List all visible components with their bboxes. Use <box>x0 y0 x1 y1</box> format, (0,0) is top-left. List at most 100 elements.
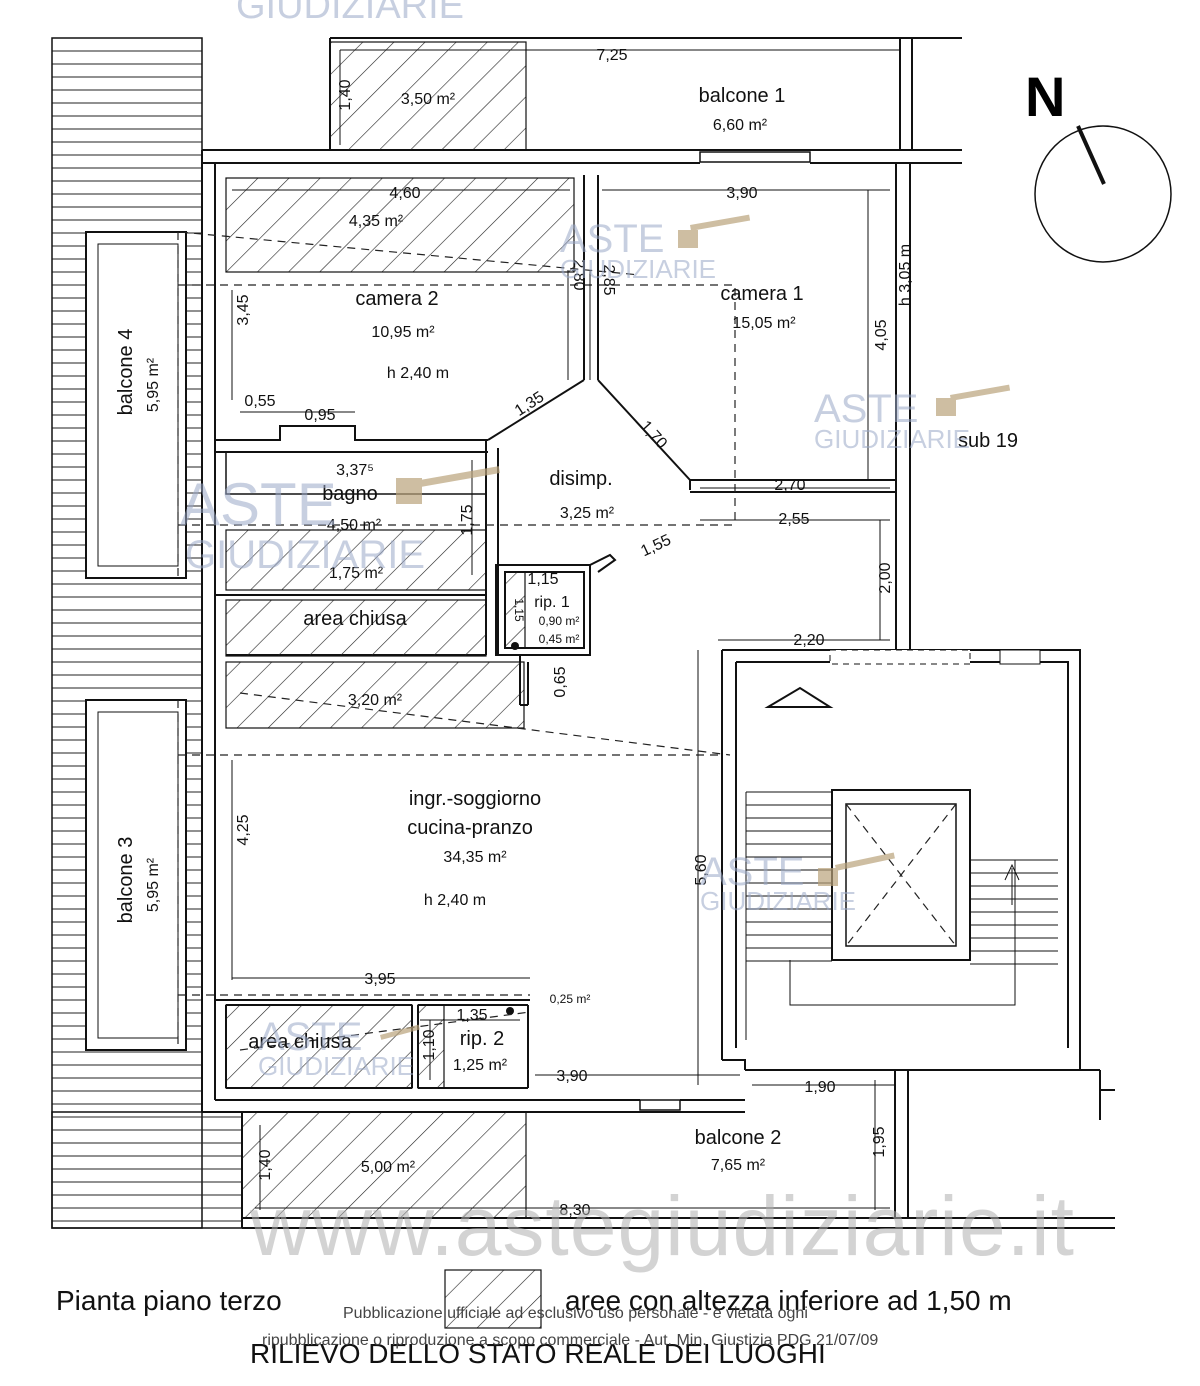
balcone-1-area: 6,60 m² <box>713 117 768 134</box>
area-chiusa-2-label: area chiusa <box>248 1031 352 1053</box>
compass-circle <box>1034 125 1172 263</box>
hatch-small-area: 0,25 m² <box>550 992 591 1006</box>
soggiorno-area: 34,35 m² <box>443 849 507 866</box>
disimp-area: 3,25 m² <box>560 505 615 522</box>
dim-280: 2,80 <box>570 259 587 290</box>
left-facade-lower <box>51 1111 243 1229</box>
svg-text:GIUDIZIARIE: GIUDIZIARIE <box>185 533 425 577</box>
disimp-name: disimp. <box>549 468 612 490</box>
header-watermark: GIUDIZIARIE <box>236 0 464 27</box>
hatched-area-mid <box>225 661 525 729</box>
hatch-mid-area: 3,20 m² <box>348 692 403 709</box>
camera-2-name: camera 2 <box>355 288 438 310</box>
svg-text:ASTE: ASTE <box>258 1015 362 1059</box>
legend-subtitle: RILIEVO DELLO STATO REALE DEI LUOGHI <box>250 1338 826 1369</box>
dim-255: 2,55 <box>778 511 809 528</box>
rip-2-area: 1,25 m² <box>453 1057 508 1074</box>
north-arrow-icon <box>1076 125 1106 185</box>
camera-1-name: camera 1 <box>720 283 803 305</box>
dim-065: 0,65 <box>552 666 569 697</box>
soggiorno-height: h 2,40 m <box>424 892 486 909</box>
balcone-2-name: balcone 2 <box>695 1127 782 1149</box>
dim-285: 2,85 <box>600 264 617 295</box>
dim-425: 4,25 <box>235 814 252 845</box>
dim-095: 0,95 <box>304 407 335 424</box>
dim-405: 4,05 <box>873 319 890 350</box>
dim-115-a: 1,15 <box>527 571 558 588</box>
window-bottom <box>639 1099 681 1111</box>
hatch-top-area: 3,50 m² <box>401 91 456 108</box>
dim-560: 5,60 <box>693 854 710 885</box>
rip-2-name: rip. 2 <box>460 1028 504 1050</box>
dim-725: 7,25 <box>596 47 627 64</box>
dim-345: 3,45 <box>235 294 252 325</box>
dim-195: 1,95 <box>871 1126 888 1157</box>
balcone-4-area: 5,95 m² <box>145 357 162 412</box>
dim-200: 2,00 <box>877 562 894 593</box>
interior-walls-top <box>487 175 896 493</box>
legend-title: Pianta piano terzo <box>56 1285 282 1316</box>
svg-text:ASTE: ASTE <box>814 387 918 431</box>
disclaimer-line-2: ripubblicazione o riproduzione a scopo c… <box>262 1332 879 1349</box>
svg-text:GIUDIZIARIE: GIUDIZIARIE <box>560 254 716 284</box>
aste-watermark-3: ASTE GIUDIZIARIE <box>180 471 425 577</box>
hatched-area-bottom <box>241 1111 527 1219</box>
hatch-bagno-area: 1,75 m² <box>329 565 384 582</box>
site-watermark: www.astegiudiziarie.it <box>250 1179 1076 1273</box>
camera-2-height: h 2,40 m <box>387 365 449 382</box>
aste-watermark-1: ASTE GIUDIZIARIE <box>560 217 716 284</box>
dim-110: 1,10 <box>421 1029 438 1060</box>
balcone-3-box <box>85 699 187 1051</box>
disclaimer-line-1: Pubblicazione ufficiale ad esclusivo uso… <box>343 1305 808 1322</box>
stairwell-walls <box>721 649 1081 1070</box>
rip-1-area-1: 0,90 m² <box>539 614 580 628</box>
gavel-icon <box>379 214 1011 1040</box>
legend-hatch-label: aree con altezza inferiore ad 1,50 m <box>565 1285 1012 1316</box>
bagno-name: bagno <box>322 483 378 505</box>
soggiorno-name-2: cucina-pranzo <box>407 817 533 839</box>
hatch-bottom-area: 5,00 m² <box>361 1159 416 1176</box>
dim-190: 1,90 <box>804 1079 835 1096</box>
rip-1-area-2: 0,45 m² <box>539 632 580 646</box>
dim-337: 3,37⁵ <box>336 462 374 479</box>
svg-text:GIUDIZIARIE: GIUDIZIARIE <box>814 424 970 454</box>
dim-270: 2,70 <box>774 477 805 494</box>
balcone-4-name: balcone 4 <box>115 329 137 416</box>
balcone-4-box <box>85 231 187 579</box>
svg-text:GIUDIZIARIE: GIUDIZIARIE <box>258 1051 414 1081</box>
svg-text:ASTE: ASTE <box>180 471 337 538</box>
svg-text:ASTE: ASTE <box>560 217 664 261</box>
dim-135-b: 1,35 <box>456 1007 487 1024</box>
camera-2-area: 10,95 m² <box>371 324 435 341</box>
hatched-area-top <box>329 41 527 151</box>
hatched-area-bagno <box>225 529 487 591</box>
dim-305: h 3,05 m <box>897 244 914 306</box>
projection-lines <box>177 231 736 1051</box>
dim-055: 0,55 <box>244 393 275 410</box>
balcone-2-area: 7,65 m² <box>711 1157 766 1174</box>
area-chiusa-2 <box>225 1004 413 1089</box>
hatch-camera2-area: 4,35 m² <box>349 213 404 230</box>
area-chiusa-1-label: area chiusa <box>303 608 407 630</box>
dim-830: 8,30 <box>559 1202 590 1219</box>
svg-text:ASTE: ASTE <box>700 850 804 894</box>
dim-175: 1,75 <box>459 504 476 535</box>
sub-19-label: sub 19 <box>958 430 1018 452</box>
dim-390-bottom: 3,90 <box>556 1068 587 1085</box>
rip-1-name: rip. 1 <box>534 594 570 611</box>
soggiorno-name-1: ingr.-soggiorno <box>409 788 541 810</box>
dim-220: 2,20 <box>793 632 824 649</box>
dim-390-top: 3,90 <box>726 185 757 202</box>
hatched-area-camera2 <box>225 177 575 273</box>
stair-up-arrow-icon <box>1004 863 1020 905</box>
bagno-area: 4,50 m² <box>327 517 382 534</box>
stair-treads <box>745 791 1058 1040</box>
aste-watermark-2: ASTE GIUDIZIARIE <box>814 387 970 454</box>
aste-watermark-4: ASTE GIUDIZIARIE <box>700 850 856 916</box>
north-label: N <box>1025 65 1065 128</box>
dim-115-b: 1,15 <box>512 598 526 622</box>
dim-460: 4,60 <box>389 185 420 202</box>
camera-1-area: 15,05 m² <box>732 315 796 332</box>
svg-text:GIUDIZIARIE: GIUDIZIARIE <box>700 886 856 916</box>
dim-140-top: 1,40 <box>337 79 354 110</box>
